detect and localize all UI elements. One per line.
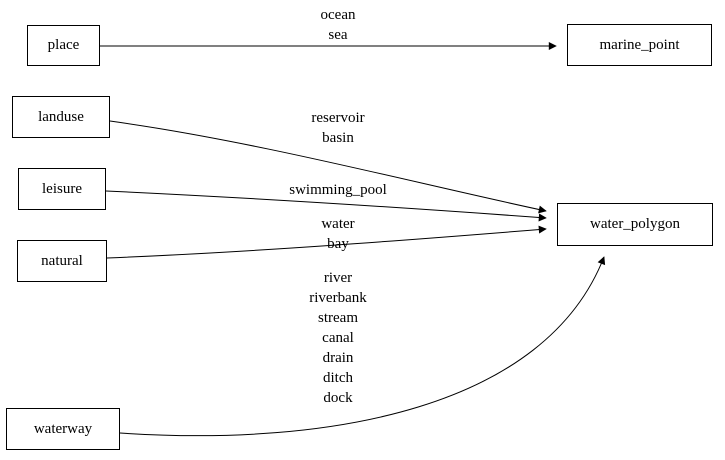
- node-place: place: [27, 25, 100, 66]
- edge-label-place-marine_point: ocean sea: [320, 7, 356, 43]
- node-waterway: waterway: [6, 408, 120, 450]
- edge-label-landuse-water_polygon: reservoir basin: [311, 110, 365, 146]
- edge-label-waterway-water_polygon: river riverbank stream canal drain ditch…: [309, 270, 367, 406]
- node-landuse: landuse: [12, 96, 110, 138]
- node-natural: natural: [17, 240, 107, 282]
- edge-label-natural-water_polygon: water bay: [321, 216, 355, 252]
- node-leisure: leisure: [18, 168, 106, 210]
- node-marine_point: marine_point: [567, 24, 712, 66]
- edge-label-leisure-water_polygon: swimming_pool: [289, 182, 387, 198]
- node-water_polygon: water_polygon: [557, 203, 713, 246]
